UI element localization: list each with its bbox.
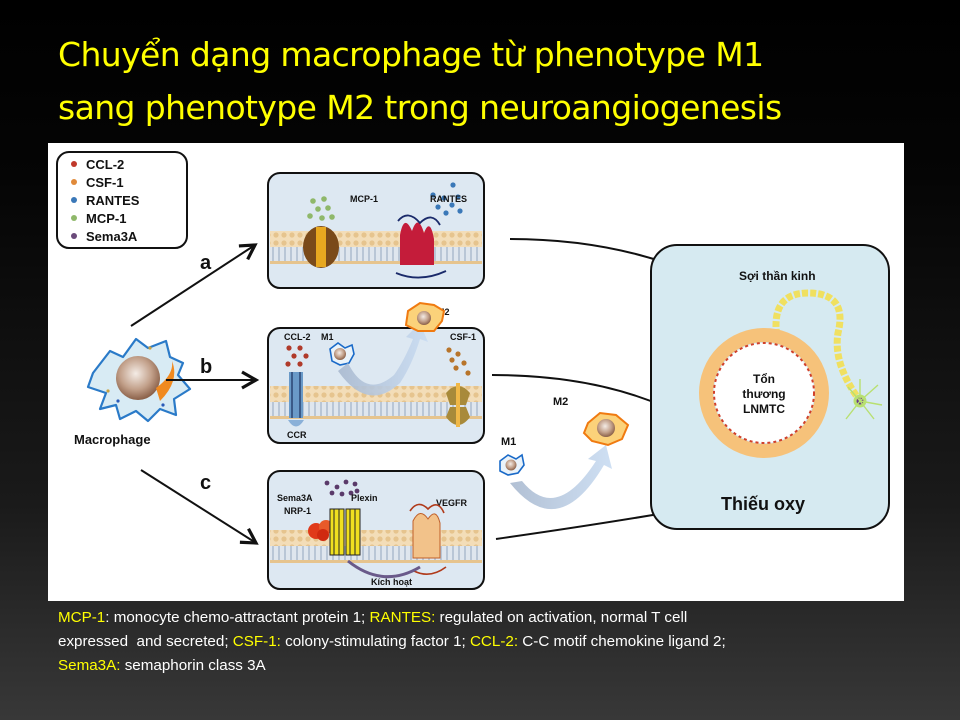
macrophage-cell-icon (86, 337, 192, 423)
transition-m1-m2: M1 M2 (499, 396, 630, 510)
m1-cell-icon (329, 342, 355, 366)
macrophage-label: Macrophage (74, 432, 151, 447)
caption-text: expressed and secreted; (58, 633, 233, 650)
panel-b-csf1-label: CSF-1 (450, 332, 476, 342)
pathway-figure: CCL-2 CSF-1 RANTES MCP-1 Sema3A Macropha… (48, 143, 904, 601)
svg-text:Sema3A: Sema3A (86, 229, 138, 244)
caption-text: semaphorin class 3A (120, 657, 266, 674)
legend-item-rantes: RANTES (71, 193, 140, 208)
plexin-receptor-icon (329, 508, 361, 556)
lesion-label-line-3: LNMTC (743, 402, 785, 416)
hypoxia-label: Thiếu oxy (721, 494, 805, 514)
figure-canvas: CCL-2 CSF-1 RANTES MCP-1 Sema3A Macropha… (56, 151, 890, 590)
pathway-letter-a: a (200, 252, 212, 274)
transition-m2-label: M2 (553, 396, 568, 408)
m2-cell-icon (404, 301, 446, 332)
legend: CCL-2 CSF-1 RANTES MCP-1 Sema3A (56, 151, 188, 249)
vessel-lesion-icon (699, 328, 829, 458)
lesion-label-line-2: thương (742, 387, 785, 401)
abbreviations-caption: MCP-1: monocyte chemo-attractant protein… (58, 606, 928, 678)
csf1-receptor-icon (446, 383, 470, 427)
caption-text: regulated on activation, normal T cell (435, 609, 688, 626)
transition-m1-cell-icon (499, 453, 525, 476)
slide-title: Chuyển dạng macrophage từ phenotype M1 s… (58, 28, 938, 134)
panel-c-vegfr-label: VEGFR (436, 498, 468, 508)
nerve-fiber-label: Sợi thần kinh (739, 269, 816, 283)
svg-text:MCP-1: MCP-1 (86, 211, 126, 226)
ccr-receptor-icon (288, 372, 304, 427)
panel-c: Sema3A NRP-1 Plexin VEGFR Kích hoạt (267, 470, 485, 590)
panel-c-plexin-label: Plexin (351, 493, 378, 503)
neuron-icon (845, 379, 883, 420)
svg-text:CCL-2: CCL-2 (86, 157, 124, 172)
panel-c-nrp1-label: NRP-1 (284, 506, 311, 516)
pathway-letter-b: b (200, 356, 212, 378)
ccl2-molecules (285, 345, 309, 367)
pathway-letter-c: c (200, 472, 211, 494)
transition-m1-label: M1 (501, 436, 516, 448)
activation-arrow (347, 559, 421, 579)
sema3a-molecules (324, 479, 360, 497)
legend-item-sema3a: Sema3A (71, 229, 138, 244)
panel-b-ccr-label: CCR (287, 430, 307, 440)
panel-b: CCL-2 M1 M2 CSF-1 CCR (267, 301, 485, 444)
legend-item-csf1: CSF-1 (71, 175, 124, 190)
csf1-molecules (446, 347, 471, 376)
rantes-molecules (430, 182, 463, 216)
panel-a-mcp1-label: MCP-1 (350, 194, 378, 204)
transition-m2-cell-icon (582, 411, 630, 447)
title-line-1: Chuyển dạng macrophage từ phenotype M1 (58, 35, 764, 74)
mcp1-receptor-icon (303, 226, 339, 268)
transition-arrow (510, 445, 612, 510)
caption-key: MCP-1 (58, 609, 106, 626)
caption-key: CCL-2: (469, 633, 519, 650)
arrow-c (140, 469, 259, 545)
caption-key: RANTES: (369, 609, 436, 626)
svg-text:RANTES: RANTES (86, 193, 140, 208)
vegfr-receptor-icon (409, 503, 447, 575)
target-panel: Sợi thần kinh Tổn thương LNMTC Thiếu oxy (650, 244, 890, 530)
caption-text: C-C motif chemokine ligand 2; (518, 633, 726, 650)
panel-c-sema3a-label: Sema3A (277, 493, 313, 503)
mcp1-molecules (307, 196, 335, 221)
panel-a-rantes-label: RANTES (430, 194, 467, 204)
caption-line-3: Sema3A: semaphorin class 3A (58, 654, 928, 678)
panel-b-ccl2-label: CCL-2 (284, 332, 311, 342)
caption-text: : monocyte chemo-attractant protein 1; (105, 609, 370, 626)
caption-text: colony-stimulating factor 1; (280, 633, 470, 650)
lesion-label-line-1: Tổn (753, 372, 775, 386)
title-line-2: sang phenotype M2 trong neuroangiogenesi… (58, 88, 782, 127)
rantes-receptor-icon (395, 214, 447, 279)
legend-item-mcp1: MCP-1 (71, 211, 126, 226)
panel-b-m1-label: M1 (321, 332, 334, 342)
caption-line-2: expressed and secreted; CSF-1: colony-st… (58, 630, 928, 654)
panel-c-activation-label: Kích hoạt (371, 577, 412, 587)
nerve-fiber-icon (772, 289, 861, 401)
arrow-a (130, 243, 258, 327)
caption-line-1: MCP-1: monocyte chemo-attractant protein… (58, 606, 928, 630)
caption-key: Sema3A: (58, 657, 121, 674)
svg-text:CSF-1: CSF-1 (86, 175, 124, 190)
legend-item-ccl2: CCL-2 (71, 157, 124, 172)
panel-a: MCP-1 RANTES (267, 172, 485, 289)
caption-key: CSF-1: (232, 633, 281, 650)
